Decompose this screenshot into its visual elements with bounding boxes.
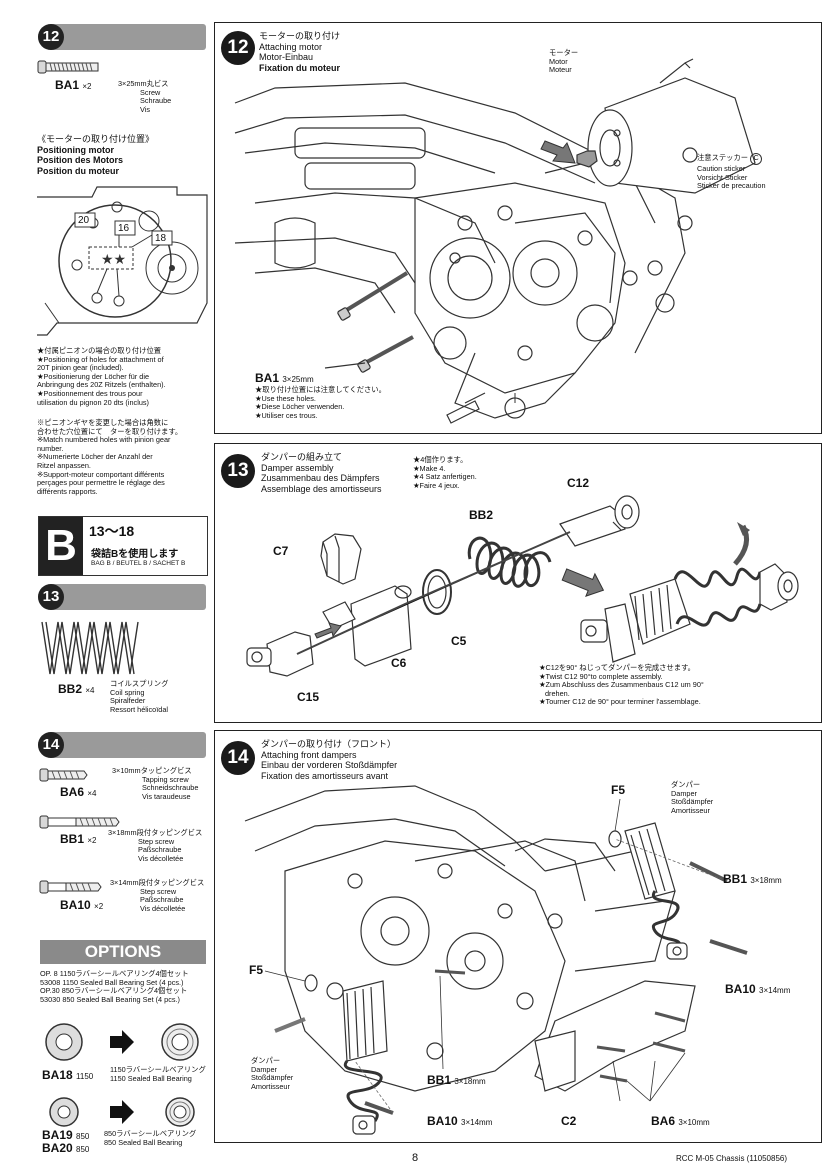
part-code-ba1: BA1 ×2	[55, 78, 92, 92]
front-damper-installation-diagram	[244, 785, 748, 1135]
part-code-bb1: BB1 ×2	[60, 832, 97, 846]
motor-position-diagram: ★★	[37, 186, 208, 336]
label-bb1-right: BB1 3×18mm	[723, 872, 782, 886]
option-ba19-desc: 850ラバーシールベアリング 850 Sealed Ball Bearing	[104, 1129, 197, 1147]
screw-ba1-icon	[37, 60, 99, 74]
label-c7: C7	[273, 544, 289, 558]
panel-12-step-number: 12	[221, 31, 255, 65]
panel-12-ba1-label: BA1 3×25mm	[255, 371, 314, 385]
part-code-bb2: BB2 ×4	[58, 682, 95, 696]
svg-text:★★: ★★	[101, 251, 126, 267]
hole-label-18: 18	[155, 233, 167, 244]
panel-13-title: ダンパーの組み立て Damper assembly Zusammenbau de…	[261, 452, 382, 494]
panel-14-title: ダンパーの取り付け（フロント） Attaching front dampers …	[261, 739, 398, 781]
bag-sub-text: BAG B / BEUTEL B / SACHET B	[91, 560, 186, 567]
right-damper-label: ダンパー Damper Stoßdämpfer Amortisseur	[671, 780, 714, 815]
part-code-ba10: BA10 ×2	[60, 898, 104, 912]
panel-13-step-number: 13	[221, 454, 255, 488]
label-f5-top: F5	[611, 783, 626, 797]
label-c2: C2	[561, 1114, 577, 1128]
label-c6: C6	[391, 656, 407, 670]
options-text: OP. 8 1150ラバーシールベアリング4個セット 53008 1150 Se…	[40, 969, 189, 1004]
panel-12-title: モーターの取り付け Attaching motor Motor-Einbau F…	[259, 31, 341, 73]
label-c5: C5	[451, 634, 467, 648]
caution-sticker-label: 注意ステッカー C Caution sticker Vorsicht Stick…	[697, 153, 766, 191]
hole-label-16: 16	[118, 223, 130, 234]
part-desc-bb2: コイルスプリング Coil spring Spiralfeder Ressort…	[110, 679, 169, 714]
option-ba18-code: BA18 1150	[42, 1068, 94, 1082]
label-ba10-bottom: BA10 3×14mm	[427, 1114, 493, 1128]
panel-step-12: 12 モーターの取り付け Attaching motor Motor-Einba…	[214, 22, 822, 434]
step-13-header: 13	[38, 584, 206, 610]
positioning-motor-title: 《モーターの取り付け位置》 Positioning motor Position…	[37, 134, 155, 176]
left-damper-label: ダンパー Damper Stoßdämpfer Amortisseur	[251, 1056, 294, 1091]
option-ba20-code: BA20 850	[42, 1141, 90, 1155]
step-14-number: 14	[38, 732, 64, 758]
label-ba6: BA6 3×10mm	[651, 1114, 710, 1128]
panel-13-twist-note: ★C12を90° ねじってダンパーを完成させます。 ★Twist C12 90°…	[539, 663, 704, 707]
coil-spring-bb2-icon	[41, 621, 139, 675]
option-ba18-desc: 1150ラバーシールベアリング 1150 Sealed Ball Bearing	[110, 1065, 206, 1083]
panel-12-notes: ★取り付け位置には注意してください。 ★Use these holes. ★Di…	[255, 385, 386, 420]
part-desc-bb1: 3×18mm段付タッピングビス Step screw Paßschraube V…	[108, 828, 203, 863]
label-f5-left: F5	[249, 963, 264, 977]
part-code-ba6: BA6 ×4	[60, 785, 97, 799]
bearing-options-diagram	[45, 1023, 199, 1127]
panel-step-13: 13 ダンパーの組み立て Damper assembly Zusammenbau…	[214, 443, 822, 723]
panel-step-14: 14 ダンパーの取り付け（フロント） Attaching front dampe…	[214, 730, 822, 1143]
motor-label: モーター Motor Moteur	[549, 48, 579, 75]
screw-ba10-icon	[39, 880, 102, 894]
hole-label-20: 20	[78, 215, 90, 226]
step-13-number: 13	[38, 584, 64, 610]
label-bb1-bottom: BB1 3×18mm	[427, 1073, 486, 1087]
damper-assembly-diagram	[246, 495, 799, 677]
step-14-header: 14	[38, 732, 206, 758]
label-c15: C15	[297, 690, 320, 704]
label-c12: C12	[567, 476, 590, 490]
label-ba10-right: BA10 3×14mm	[725, 982, 791, 996]
model-footer: RCC M-05 Chassis (11050856)	[676, 1154, 788, 1163]
label-bb2: BB2	[469, 508, 494, 522]
part-desc-ba10: 3×14mm段付タッピングビス Step screw Paßschraube V…	[110, 878, 205, 913]
step-12-header: 12	[38, 24, 206, 50]
bag-steps: 13～18	[89, 523, 135, 539]
pinion-note-1: ★付属ピニオンの場合の取り付け位置 ★Positioning of holes …	[37, 346, 166, 407]
bag-jp-text: 袋詰Bを使用します	[91, 549, 179, 560]
screw-bb1-icon	[39, 815, 120, 829]
option-ba19-code: BA19 850	[42, 1128, 90, 1142]
part-desc-ba1: 3×25mm丸ビス Screw Schraube Vis	[118, 79, 172, 114]
page-number: 8	[412, 1152, 419, 1164]
panel-14-step-number: 14	[221, 741, 255, 775]
bag-b-box: B 13～18 袋詰Bを使用します BAG B / BEUTEL B / SAC…	[38, 516, 208, 576]
step-12-number: 12	[38, 24, 64, 50]
pinion-note-2: ※ピニオンギヤを変更した場合は角数に 合わせた穴位置にて ターを取り付けます。 …	[37, 418, 183, 496]
bag-letter: B	[39, 517, 83, 575]
part-desc-ba6: 3×10mmタッピングビス Tapping screw Schneidschra…	[112, 766, 199, 801]
options-title: OPTIONS	[40, 940, 206, 964]
panel-13-make-note: ★4個作ります。 ★Make 4. ★4 Satz anfertigen. ★F…	[413, 455, 477, 490]
screw-ba6-icon	[39, 768, 88, 782]
